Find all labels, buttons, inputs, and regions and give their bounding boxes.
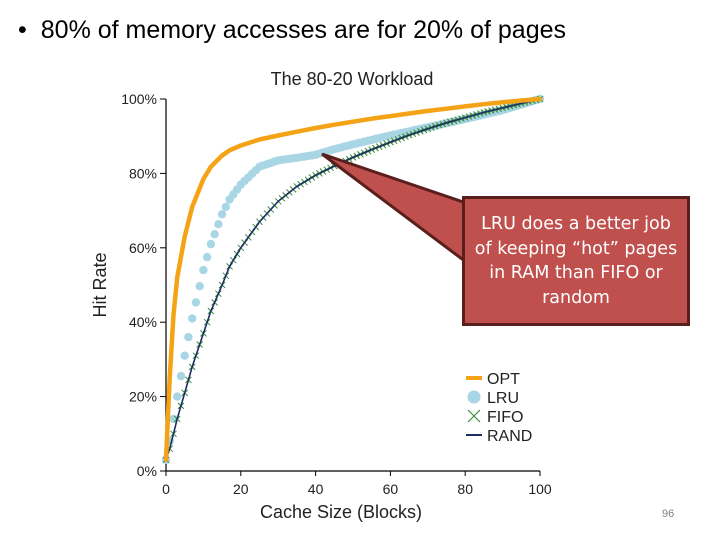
rand-line bbox=[165, 98, 541, 461]
legend-swatch-fifo bbox=[467, 409, 481, 423]
chart-title: The 80-20 Workload bbox=[271, 69, 434, 89]
bullet-point: • 80% of memory accesses are for 20% of p… bbox=[18, 16, 566, 45]
lru-point bbox=[195, 282, 204, 291]
lru-point bbox=[180, 351, 189, 360]
legend-swatch-lru bbox=[467, 390, 481, 404]
lru-point bbox=[221, 202, 230, 212]
bullet-symbol: • bbox=[18, 16, 27, 44]
legend-label-lru: LRU bbox=[487, 390, 519, 407]
y-axis-label: Hit Rate bbox=[90, 252, 110, 317]
opt-line bbox=[163, 96, 543, 463]
lru-point bbox=[210, 230, 219, 239]
callout-text: LRU does a better job of keeping “hot” p… bbox=[474, 214, 678, 308]
lru-point bbox=[188, 314, 197, 323]
lru-point bbox=[217, 210, 227, 219]
callout-box: LRU does a better job of keeping “hot” p… bbox=[462, 196, 690, 326]
lru-point bbox=[199, 265, 208, 275]
callout-pointer bbox=[321, 152, 468, 265]
y-tick-label: 80% bbox=[129, 165, 157, 181]
y-tick-label: 100% bbox=[121, 91, 157, 107]
lru-point bbox=[202, 252, 212, 262]
x-tick-label: 20 bbox=[233, 481, 249, 497]
x-tick-label: 60 bbox=[383, 481, 399, 497]
page-number: 96 bbox=[662, 508, 675, 520]
lru-point bbox=[176, 371, 186, 381]
x-tick-label: 0 bbox=[162, 481, 170, 497]
bullet-text: 80% of memory accesses are for 20% of pa… bbox=[40, 16, 567, 44]
lru-point bbox=[206, 239, 216, 249]
lru-point bbox=[184, 332, 193, 342]
x-tick-label: 80 bbox=[457, 481, 473, 497]
x-tick-label: 100 bbox=[528, 481, 552, 497]
lru-point bbox=[191, 298, 201, 307]
x-tick-label: 40 bbox=[308, 481, 324, 497]
lru-point bbox=[173, 392, 182, 401]
y-tick-label: 20% bbox=[129, 389, 157, 405]
lru-point bbox=[214, 220, 223, 229]
x-axis-label: Cache Size (Blocks) bbox=[260, 502, 422, 522]
y-tick-label: 60% bbox=[129, 240, 157, 256]
y-tick-label: 0% bbox=[137, 463, 157, 479]
legend-label-fifo: FIFO bbox=[487, 409, 523, 426]
y-tick-label: 40% bbox=[129, 314, 157, 330]
legend-label-opt: OPT bbox=[487, 371, 520, 388]
legend-label-rand: RAND bbox=[487, 428, 532, 445]
